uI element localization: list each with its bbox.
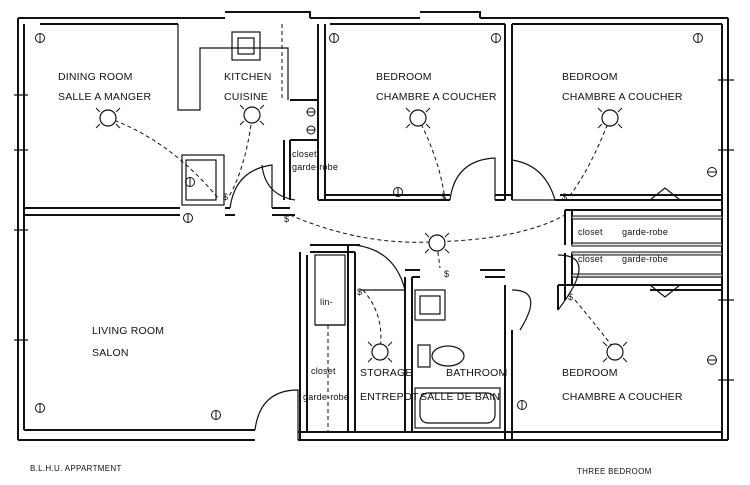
outlet-icon	[185, 177, 195, 187]
bedroom3-label-fr: CHAMBRE A COUCHER	[562, 391, 683, 403]
outlet-icon	[707, 167, 717, 177]
kitchen-label-fr: CUISINE	[224, 91, 268, 103]
bedroom2-label-fr: CHAMBRE A COUCHER	[562, 91, 683, 103]
ceiling-light-icon	[405, 107, 431, 129]
hall-closet-2-label: closet	[578, 254, 603, 264]
switch-symbol: $	[562, 192, 567, 202]
bathroom-label-fr: SALLE DE BAIN	[420, 391, 500, 403]
plan-title-left: B.L.H.U. APPARTMENT	[30, 464, 122, 473]
switch-symbol: $	[357, 287, 362, 297]
bedroom1-label-fr: CHAMBRE A COUCHER	[376, 91, 497, 103]
switch-symbol: $	[223, 192, 228, 202]
outlet-icon	[517, 400, 527, 410]
hall-closet-1-label-fr: garde-robe	[622, 227, 668, 237]
ceiling-light-icon	[602, 341, 628, 363]
ceiling-light-icon	[367, 341, 393, 363]
exterior-walls	[14, 11, 734, 441]
interior-walls	[24, 24, 723, 440]
plan-title-right: THREE BEDROOM	[577, 467, 652, 476]
outlet-icon	[35, 33, 45, 43]
linen-label: lin-	[320, 297, 333, 307]
outlet-icon	[393, 187, 403, 197]
room-labels: DINING ROOM SALLE A MANGER KITCHEN CUISI…	[58, 71, 683, 403]
ceiling-lights	[95, 104, 628, 363]
circuit-runs	[107, 117, 616, 351]
outlets	[35, 33, 717, 420]
outlet-icon	[35, 403, 45, 413]
living-room-label-fr: SALON	[92, 347, 129, 359]
switch-symbol: $	[441, 192, 446, 202]
outlet-icon	[306, 125, 316, 135]
ceiling-light-icon	[424, 232, 450, 254]
bedroom1-label: BEDROOM	[376, 71, 432, 83]
dining-room-label-fr: SALLE A MANGER	[58, 91, 151, 103]
switches: $ $ $ $ $ $ $	[223, 192, 573, 302]
kitchen-label: KITCHEN	[224, 71, 272, 83]
living-room-label: LIVING ROOM	[92, 325, 164, 337]
outlet-icon	[693, 33, 703, 43]
doors	[229, 157, 681, 440]
outlet-icon	[329, 33, 339, 43]
outlet-icon	[491, 33, 501, 43]
outlet-icon	[306, 107, 316, 117]
living-closet-label-fr: garde-robe	[303, 392, 349, 402]
storage-label: STORAGE	[360, 367, 413, 379]
outlet-icon	[183, 213, 193, 223]
ceiling-light-icon	[597, 107, 623, 129]
ceiling-light-icon	[239, 104, 265, 126]
bathroom-label: BATHROOM	[446, 367, 508, 379]
ceiling-light-icon	[95, 107, 121, 129]
living-closet-label: closet	[311, 366, 336, 376]
hall-closet-2-label-fr: garde-robe	[622, 254, 668, 264]
switch-symbol: $	[568, 292, 573, 302]
kitchen-closet-label: closet	[292, 149, 317, 159]
storage-label-fr: ENTREPOT	[360, 391, 419, 403]
switch-symbol: $	[284, 214, 289, 224]
hall-closet-1-label: closet	[578, 227, 603, 237]
bedroom3-label: BEDROOM	[562, 367, 618, 379]
outlet-icon	[707, 355, 717, 365]
outlet-icon	[211, 410, 221, 420]
kitchen-closet-label-fr: garde-robe	[292, 162, 338, 172]
bedroom2-label: BEDROOM	[562, 71, 618, 83]
dining-room-label: DINING ROOM	[58, 71, 133, 83]
switch-symbol: $	[444, 269, 449, 279]
